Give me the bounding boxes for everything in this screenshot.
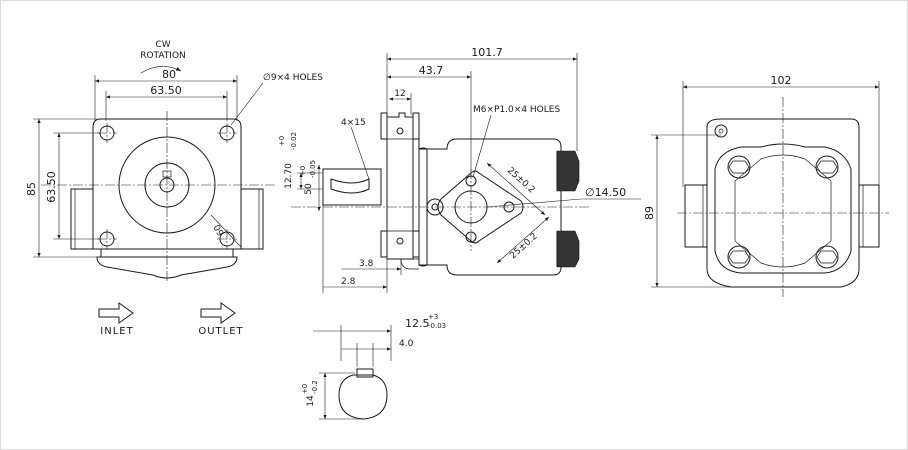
rotation-label-cw: CW [155,40,170,50]
dim-09: 09 [210,224,225,239]
rear-view: 102 89 [643,74,889,297]
tol-14-lower: -0.2 [311,380,319,394]
dim-63-50-top: 63.50 [150,84,182,97]
dim-12-70: 12.70 [284,163,294,189]
dim-14: 14 [306,395,316,407]
dim-101-7: 101.7 [471,46,503,59]
side-view: 101.7 43.7 12 4×15 12.70 +0 -0.02 50 [278,46,641,293]
inlet-arrow-icon [98,302,134,324]
dim-43-7: 43.7 [419,64,444,77]
tol-12-70-lower: -0.02 [290,132,298,150]
flow-indicators: INLET OUTLET [98,302,243,337]
dim-14-50: ∅14.50 [585,186,626,199]
dim-3-8: 3.8 [359,259,374,269]
tol-50-upper: +0 [299,166,307,176]
tol-14-upper: +0 [301,384,309,394]
thread-note: M6×P1.0×4 HOLES [473,105,560,115]
dim-4x15: 4×15 [341,118,366,128]
rotation-label-rotation: ROTATION [140,51,186,61]
dim-50: 50 [304,183,314,195]
dim-63-50-side: 63.50 [45,171,58,203]
outlet-arrow-icon [200,302,236,324]
holes-note: ∅9×4 HOLES [263,73,323,83]
dim-12-5: 12.5 [405,317,430,330]
dim-25-top: 25±0.2 [505,166,536,196]
front-view: CW ROTATION 80 63.50 ∅9×4 HOLES [25,40,323,281]
dim-85: 85 [25,182,38,196]
rotation-arrow-icon [140,66,182,74]
dim-25-bottom: 25±0.2 [508,232,539,262]
dim-12: 12 [394,89,405,99]
dim-2-8: 2.8 [341,277,356,287]
dim-80: 80 [162,68,176,81]
dim-4-0: 4.0 [399,339,414,349]
tol-50-lower: -0.05 [309,160,317,178]
tol-12-70-upper: +0 [278,136,286,146]
tol-12-5-upper: +3 [428,313,438,321]
outlet-label: OUTLET [198,326,243,337]
shaft-detail: 12.5 +3 -0.03 4.0 14 +0 -0.2 [301,313,446,420]
tol-12-5-lower: -0.03 [428,322,446,330]
rear-hex-bolts [714,124,839,269]
inlet-label: INLET [100,326,133,337]
dim-89: 89 [643,206,656,220]
dim-102: 102 [771,74,792,87]
